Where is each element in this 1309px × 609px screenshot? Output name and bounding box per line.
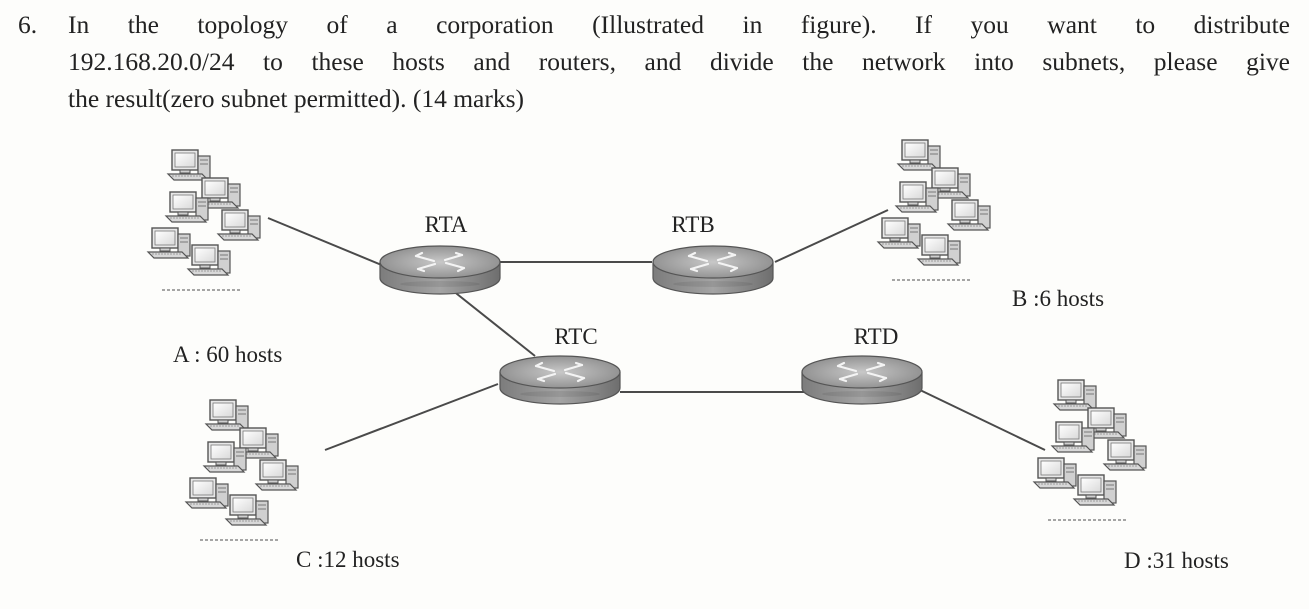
host-cluster-d-icon [1034, 380, 1146, 520]
host-label-c: C :12 hosts [296, 547, 400, 572]
link-rtd-d [919, 389, 1046, 451]
question-number: 6. [18, 10, 38, 39]
host-cluster-a-icon [148, 150, 260, 290]
host-cluster-b-icon [878, 140, 990, 280]
router-rtc-icon [498, 354, 622, 406]
host-label-a: A : 60 hosts [173, 342, 282, 367]
question-line-3: the result(zero subnet permitted). (14 m… [68, 84, 525, 113]
link-a-rta [267, 217, 385, 267]
host-label-d: D :31 hosts [1124, 548, 1229, 573]
question-line-1: 6.In the topology of a corporation (Illu… [18, 6, 1290, 43]
host-label-b: B :6 hosts [1012, 286, 1104, 311]
router-label-rtd: RTD [854, 324, 899, 349]
router-label-rtc: RTC [554, 324, 597, 349]
router-rtd-icon [800, 354, 924, 406]
router-rta-icon [378, 244, 502, 296]
link-rtc-c [324, 383, 499, 451]
link-rtb-b [774, 209, 889, 263]
question-text: 6.In the topology of a corporation (Illu… [18, 6, 1300, 117]
question-line-2: 192.168.20.0/24 to these hosts and route… [68, 47, 1290, 76]
link-rta-rtc [451, 289, 536, 357]
router-label-rtb: RTB [671, 212, 714, 237]
link-lines [267, 209, 1046, 451]
router-rtb-icon [651, 244, 775, 296]
router-label-rta: RTA [425, 212, 468, 237]
host-cluster-c-icon [186, 400, 298, 540]
